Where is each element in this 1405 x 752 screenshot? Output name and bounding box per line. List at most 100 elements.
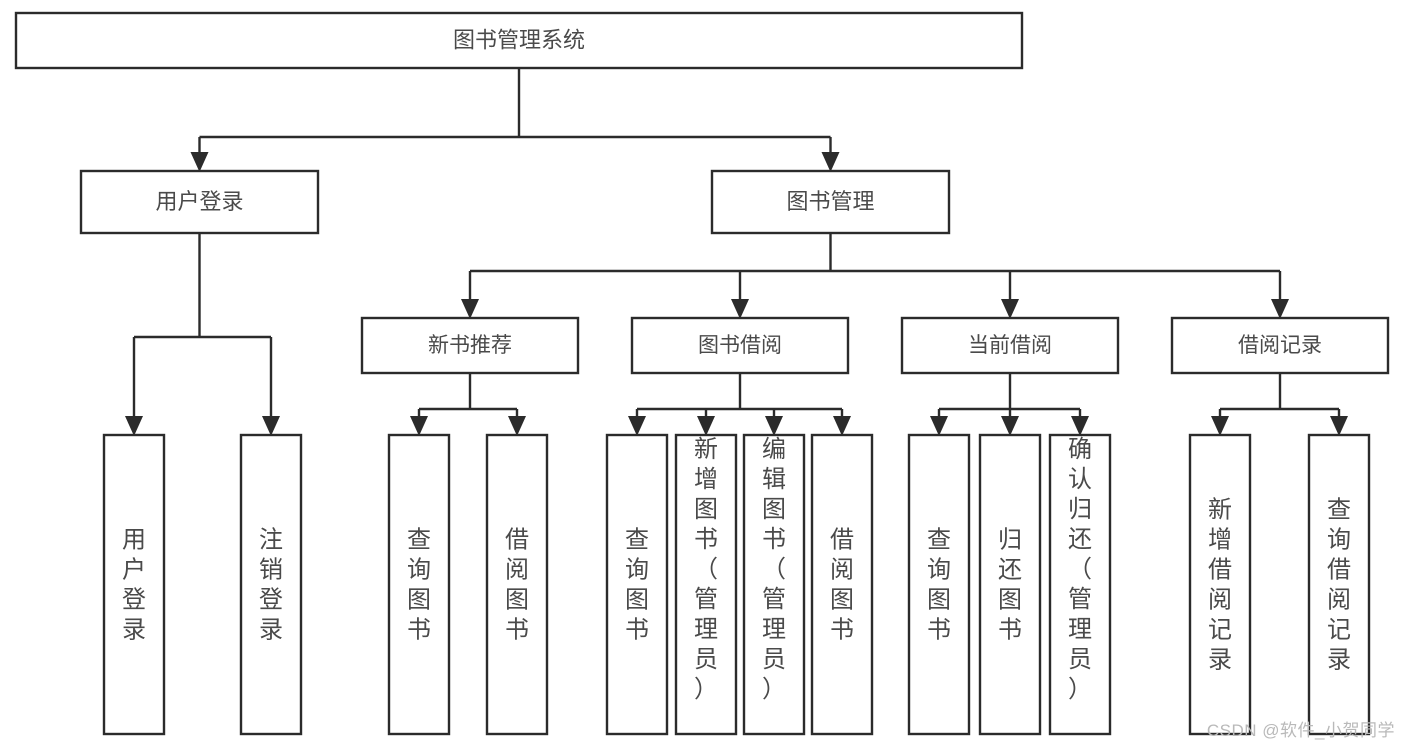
node-label-leaf-confirm-return-admin: 理 xyxy=(1068,616,1092,643)
node-box-leaf-query-borrow-record xyxy=(1307,433,1371,736)
connector-borrow-record xyxy=(1211,373,1348,436)
node-label-leaf-add-book-admin: （ xyxy=(694,556,718,583)
node-label-leaf-query-borrow-record: 借 xyxy=(1327,556,1351,583)
node-label-leaf-add-borrow-record: 阅 xyxy=(1208,586,1232,613)
node-box-leaf-borrow-book-1 xyxy=(485,433,549,736)
connector-new-book-recommend xyxy=(410,373,526,436)
node-borrow-record[interactable]: 借阅记录 xyxy=(1170,316,1390,375)
node-label-leaf-add-book-admin: 理 xyxy=(694,616,718,643)
node-label-leaf-edit-book-admin: ） xyxy=(762,676,786,703)
arrow-head-icon xyxy=(1211,416,1229,436)
node-box-new-book-recommend xyxy=(360,316,580,375)
connector-layer xyxy=(125,68,1348,436)
arrow-head-icon xyxy=(821,152,840,172)
node-label-leaf-add-borrow-record: 新 xyxy=(1208,496,1232,523)
node-box-user-login xyxy=(79,169,320,235)
node-label-leaf-add-book-admin: 书 xyxy=(694,526,718,553)
node-label-leaf-edit-book-admin: 员 xyxy=(762,646,786,673)
node-label-leaf-edit-book-admin: 编 xyxy=(762,436,786,463)
node-label-leaf-confirm-return-admin: 还 xyxy=(1068,526,1092,553)
node-label-leaf-edit-book-admin: 图 xyxy=(762,496,786,523)
node-label-leaf-borrow-book-2: 书 xyxy=(830,616,854,643)
node-label-leaf-return-book: 图 xyxy=(998,586,1022,613)
node-label-leaf-confirm-return-admin: ） xyxy=(1068,676,1092,703)
node-label-leaf-confirm-return-admin: （ xyxy=(1068,556,1092,583)
node-current-borrow[interactable]: 当前借阅 xyxy=(900,316,1120,375)
node-box-leaf-add-book-admin xyxy=(674,433,738,736)
arrow-head-icon xyxy=(765,416,783,436)
node-book-borrow[interactable]: 图书借阅 xyxy=(630,316,850,375)
arrow-head-icon xyxy=(930,416,948,436)
node-root[interactable]: 图书管理系统 xyxy=(14,11,1024,70)
arrow-head-icon xyxy=(461,299,479,319)
node-label-leaf-add-borrow-record: 借 xyxy=(1208,556,1232,583)
node-label-leaf-user-login: 录 xyxy=(122,616,146,643)
node-label-leaf-query-borrow-record: 记 xyxy=(1327,616,1351,643)
node-label-leaf-query-borrow-record: 查 xyxy=(1327,496,1351,523)
node-box-leaf-edit-book-admin xyxy=(742,433,806,736)
arrow-head-icon xyxy=(1330,416,1348,436)
node-book-manage[interactable]: 图书管理 xyxy=(710,169,951,235)
arrow-head-icon xyxy=(1071,416,1089,436)
node-label-leaf-return-book: 归 xyxy=(998,526,1022,553)
node-box-leaf-query-book-3 xyxy=(907,433,971,736)
arrow-head-icon xyxy=(262,416,280,436)
node-label-leaf-borrow-book-2: 阅 xyxy=(830,556,854,583)
node-label-leaf-borrow-book-1: 图 xyxy=(505,586,529,613)
connector-book-borrow xyxy=(628,373,851,436)
node-box-current-borrow xyxy=(900,316,1120,375)
node-label-leaf-confirm-return-admin: 确 xyxy=(1068,436,1092,463)
arrow-head-icon xyxy=(190,152,209,172)
node-label-leaf-query-book-2: 书 xyxy=(625,616,649,643)
node-label-leaf-return-book: 书 xyxy=(998,616,1022,643)
node-box-leaf-logout-login xyxy=(239,433,303,736)
arrow-head-icon xyxy=(697,416,715,436)
node-label-leaf-confirm-return-admin: 员 xyxy=(1068,646,1092,673)
node-box-root xyxy=(14,11,1024,70)
node-box-leaf-return-book xyxy=(978,433,1042,736)
node-label-leaf-query-book-1: 询 xyxy=(407,556,431,583)
node-label-leaf-edit-book-admin: 管 xyxy=(762,586,786,613)
node-label-user-login: 用户登录 xyxy=(155,189,243,214)
node-label-leaf-user-login: 登 xyxy=(122,586,146,613)
node-label-leaf-query-book-3: 询 xyxy=(927,556,951,583)
arrow-head-icon xyxy=(628,416,646,436)
node-label-borrow-record: 借阅记录 xyxy=(1238,334,1322,357)
node-user-login[interactable]: 用户登录 xyxy=(79,169,320,235)
node-label-leaf-query-book-1: 图 xyxy=(407,586,431,613)
node-label-leaf-add-book-admin: 增 xyxy=(694,466,718,493)
node-label-leaf-logout-login: 录 xyxy=(259,616,283,643)
node-label-leaf-return-book: 还 xyxy=(998,556,1022,583)
node-label-leaf-add-book-admin: 新 xyxy=(694,436,718,463)
node-label-book-manage: 图书管理 xyxy=(786,189,874,214)
node-label-leaf-edit-book-admin: 辑 xyxy=(762,466,786,493)
node-label-leaf-add-borrow-record: 记 xyxy=(1208,616,1232,643)
node-box-leaf-user-login xyxy=(102,433,166,736)
node-label-leaf-query-book-2: 查 xyxy=(625,526,649,553)
arrow-head-icon xyxy=(731,299,749,319)
node-label-root: 图书管理系统 xyxy=(453,27,585,52)
node-label-leaf-query-book-2: 询 xyxy=(625,556,649,583)
node-label-leaf-user-login: 用 xyxy=(122,526,146,553)
node-box-leaf-confirm-return-admin xyxy=(1048,433,1112,736)
node-box-book-borrow xyxy=(630,316,850,375)
node-label-leaf-confirm-return-admin: 管 xyxy=(1068,586,1092,613)
connector-root xyxy=(190,68,840,172)
node-new-book-recommend[interactable]: 新书推荐 xyxy=(360,316,580,375)
node-box-leaf-borrow-book-2 xyxy=(810,433,874,736)
node-label-leaf-confirm-return-admin: 归 xyxy=(1068,496,1092,523)
node-leaf-user-login[interactable]: 用户登录 xyxy=(102,433,166,736)
